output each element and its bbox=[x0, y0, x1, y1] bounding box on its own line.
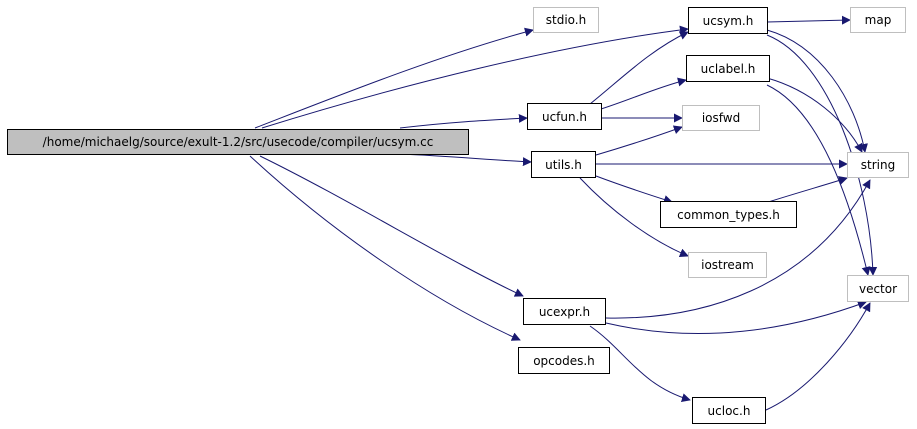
edge-ucexpr-ucloc bbox=[589, 325, 691, 402]
edge-ucexpr-string bbox=[605, 179, 871, 319]
edge-root-stdio bbox=[254, 27, 534, 129]
edge-root-ucexpr bbox=[259, 155, 524, 297]
edge-uclabel-string bbox=[766, 77, 863, 153]
node-iostream[interactable]: iostream bbox=[688, 252, 767, 278]
node-stdio[interactable]: stdio.h bbox=[533, 7, 599, 33]
edge-uclabel-vector bbox=[766, 84, 871, 276]
edge-ucexpr-vector bbox=[605, 300, 867, 335]
node-ucloc[interactable]: ucloc.h bbox=[692, 397, 766, 424]
edge-ucfun-ucsym bbox=[589, 31, 689, 105]
node-root-file[interactable]: /home/michaelg/source/exult-1.2/src/usec… bbox=[7, 129, 469, 155]
edge-ucloc-vector bbox=[765, 302, 871, 411]
node-iosfwd[interactable]: iosfwd bbox=[682, 105, 760, 131]
edge-root-utils bbox=[399, 153, 532, 167]
node-utils[interactable]: utils.h bbox=[531, 151, 596, 178]
node-uclabel[interactable]: uclabel.h bbox=[686, 55, 770, 82]
edge-ucfun-uclabel bbox=[597, 77, 687, 111]
node-common-types[interactable]: common_types.h bbox=[660, 201, 797, 228]
edge-utils-iosfwd bbox=[595, 125, 683, 156]
edge-root-ucsym bbox=[261, 25, 689, 129]
node-vector[interactable]: vector bbox=[847, 275, 909, 302]
edge-ucsym-map bbox=[766, 15, 851, 25]
node-opcodes[interactable]: opcodes.h bbox=[518, 347, 610, 374]
node-ucexpr[interactable]: ucexpr.h bbox=[523, 298, 606, 325]
edge-common-types-string bbox=[764, 176, 848, 204]
edge-utils-common-types bbox=[595, 175, 673, 204]
edge-utils-iostream bbox=[579, 177, 689, 258]
edge-root-ucfun bbox=[399, 113, 528, 129]
node-string[interactable]: string bbox=[847, 152, 909, 178]
edge-ucsym-vector bbox=[766, 34, 878, 276]
edge-ucsym-string bbox=[766, 29, 868, 153]
node-map[interactable]: map bbox=[850, 7, 906, 33]
node-ucfun[interactable]: ucfun.h bbox=[527, 103, 602, 130]
edge-root-opcodes bbox=[249, 155, 521, 341]
node-ucsym[interactable]: ucsym.h bbox=[688, 7, 768, 34]
